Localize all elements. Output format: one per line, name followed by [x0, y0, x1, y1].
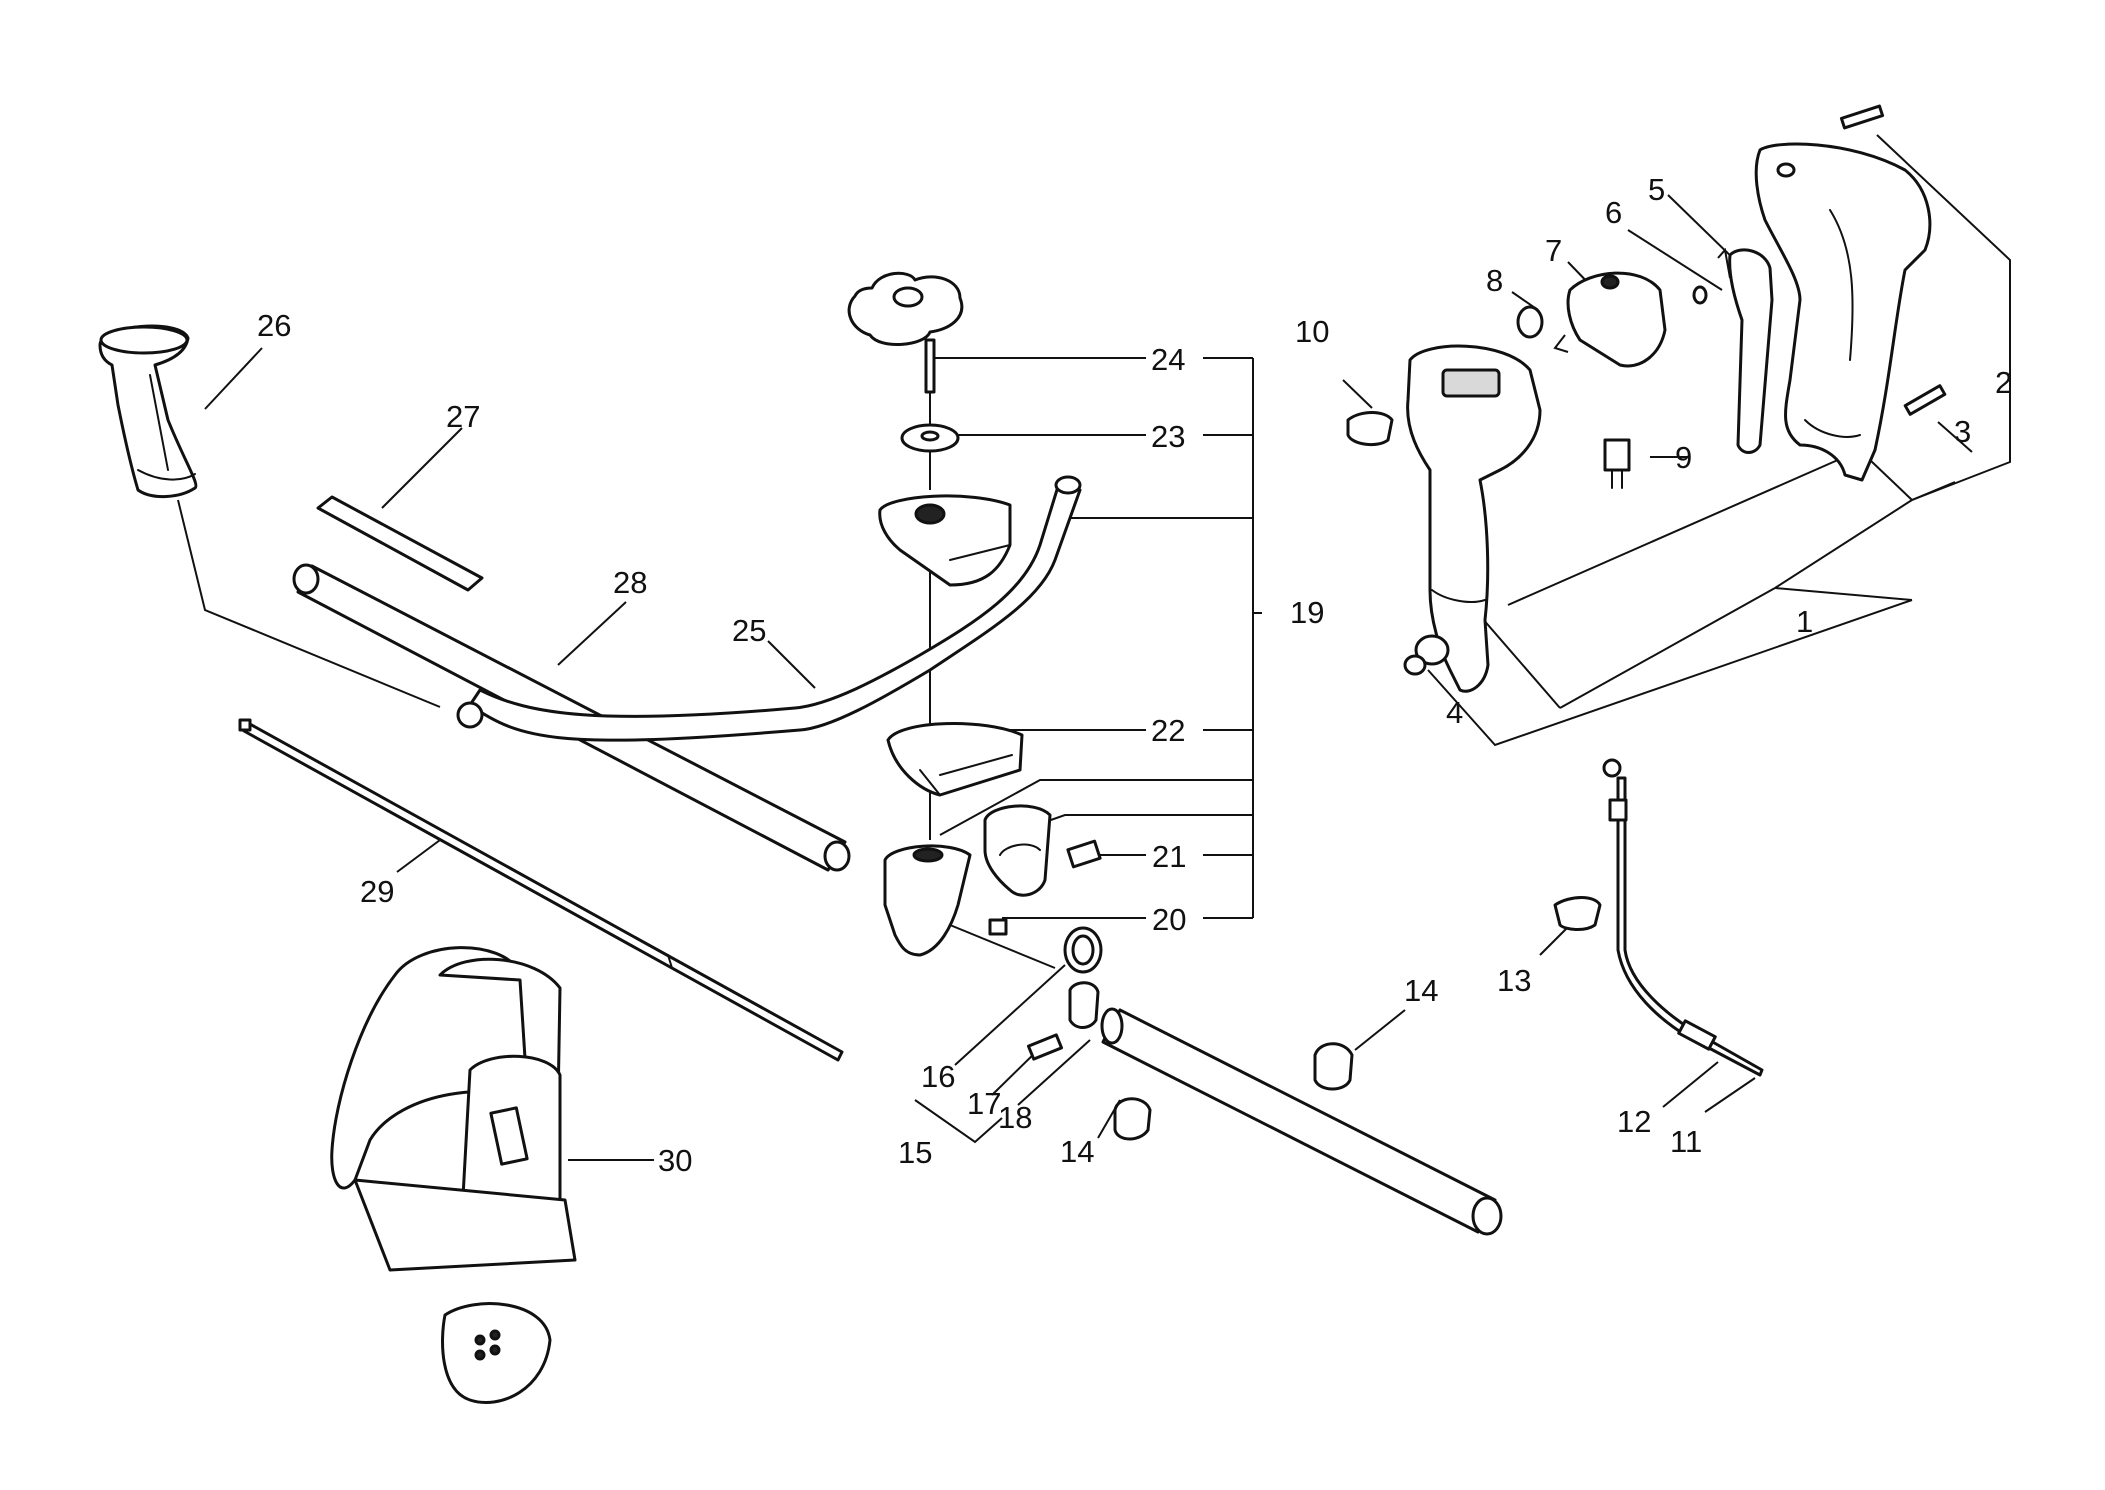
- callout-17: 17: [967, 1086, 1001, 1121]
- callout-26: 26: [257, 308, 291, 343]
- callout-11: 11: [1670, 1124, 1702, 1159]
- handlebar: [456, 475, 1082, 742]
- washer: [900, 423, 960, 453]
- nut: [1403, 654, 1427, 676]
- callout-28: 28: [613, 565, 647, 600]
- clamp-half: [983, 804, 1052, 897]
- upper-clamp: [878, 494, 1012, 587]
- clamp-bolt: [1026, 1033, 1064, 1061]
- drive-shaft: [238, 718, 844, 1062]
- tube-clip-a: [1313, 1042, 1354, 1091]
- trigger: [1728, 248, 1774, 454]
- front-grip: [98, 324, 198, 498]
- bolt: [1066, 839, 1102, 869]
- callout-23: 23: [1151, 419, 1185, 454]
- main-tube: [1100, 1007, 1503, 1236]
- harness: [330, 946, 577, 1404]
- callout-19: 19: [1290, 595, 1324, 630]
- small-spring: [1692, 285, 1708, 305]
- callout-29: 29: [360, 874, 394, 909]
- callout-25: 25: [732, 613, 766, 648]
- callout-14b: 14: [1060, 1134, 1094, 1169]
- callout-6: 6: [1605, 195, 1622, 230]
- callout-5: 5: [1648, 172, 1665, 207]
- throttle-cable: [1602, 758, 1764, 1077]
- callout-10: 10: [1295, 314, 1329, 349]
- ring: [1063, 926, 1103, 974]
- callout-30: 30: [658, 1143, 692, 1178]
- trigger-handle-half: [1406, 344, 1542, 693]
- leader-lines: [177, 134, 2011, 1161]
- callout-15: 15: [898, 1135, 932, 1170]
- tube-clip-b: [1113, 1097, 1152, 1141]
- callout-3: 3: [1954, 414, 1971, 449]
- clamp-base: [886, 722, 1024, 797]
- callout-16: 16: [921, 1059, 955, 1094]
- callout-labels: 1 2 3 4 5 6 7 8 9 10 11 12 13 14 14 15 1…: [257, 172, 2012, 1178]
- warning-label: [316, 495, 484, 592]
- callout-2: 2: [1995, 365, 2012, 400]
- callout-7: 7: [1545, 233, 1562, 268]
- handle-housing: [1754, 142, 1932, 482]
- callout-24: 24: [1151, 342, 1185, 377]
- screw-side: [1903, 384, 1947, 416]
- callout-21: 21: [1152, 839, 1186, 874]
- clamp-knob: [847, 271, 964, 394]
- callout-14a: 14: [1404, 973, 1438, 1008]
- switch-cap: [1346, 411, 1394, 447]
- clamp-housing: [883, 844, 1008, 957]
- spring: [1516, 305, 1544, 339]
- callout-8: 8: [1486, 263, 1503, 298]
- callout-27: 27: [446, 399, 480, 434]
- callout-9: 9: [1675, 440, 1692, 475]
- callout-12: 12: [1617, 1104, 1651, 1139]
- cable-clip: [1553, 896, 1602, 931]
- callout-20: 20: [1152, 902, 1186, 937]
- screw-top: [1839, 104, 1885, 130]
- callout-1: 1: [1796, 604, 1813, 639]
- callout-22: 22: [1151, 713, 1185, 748]
- shaft-clamp: [1068, 981, 1100, 1029]
- callout-4: 4: [1446, 695, 1463, 730]
- callout-13: 13: [1497, 963, 1531, 998]
- small-fitting: [1603, 438, 1631, 489]
- throttle-lever: [1566, 271, 1667, 368]
- callout-18: 18: [998, 1100, 1032, 1135]
